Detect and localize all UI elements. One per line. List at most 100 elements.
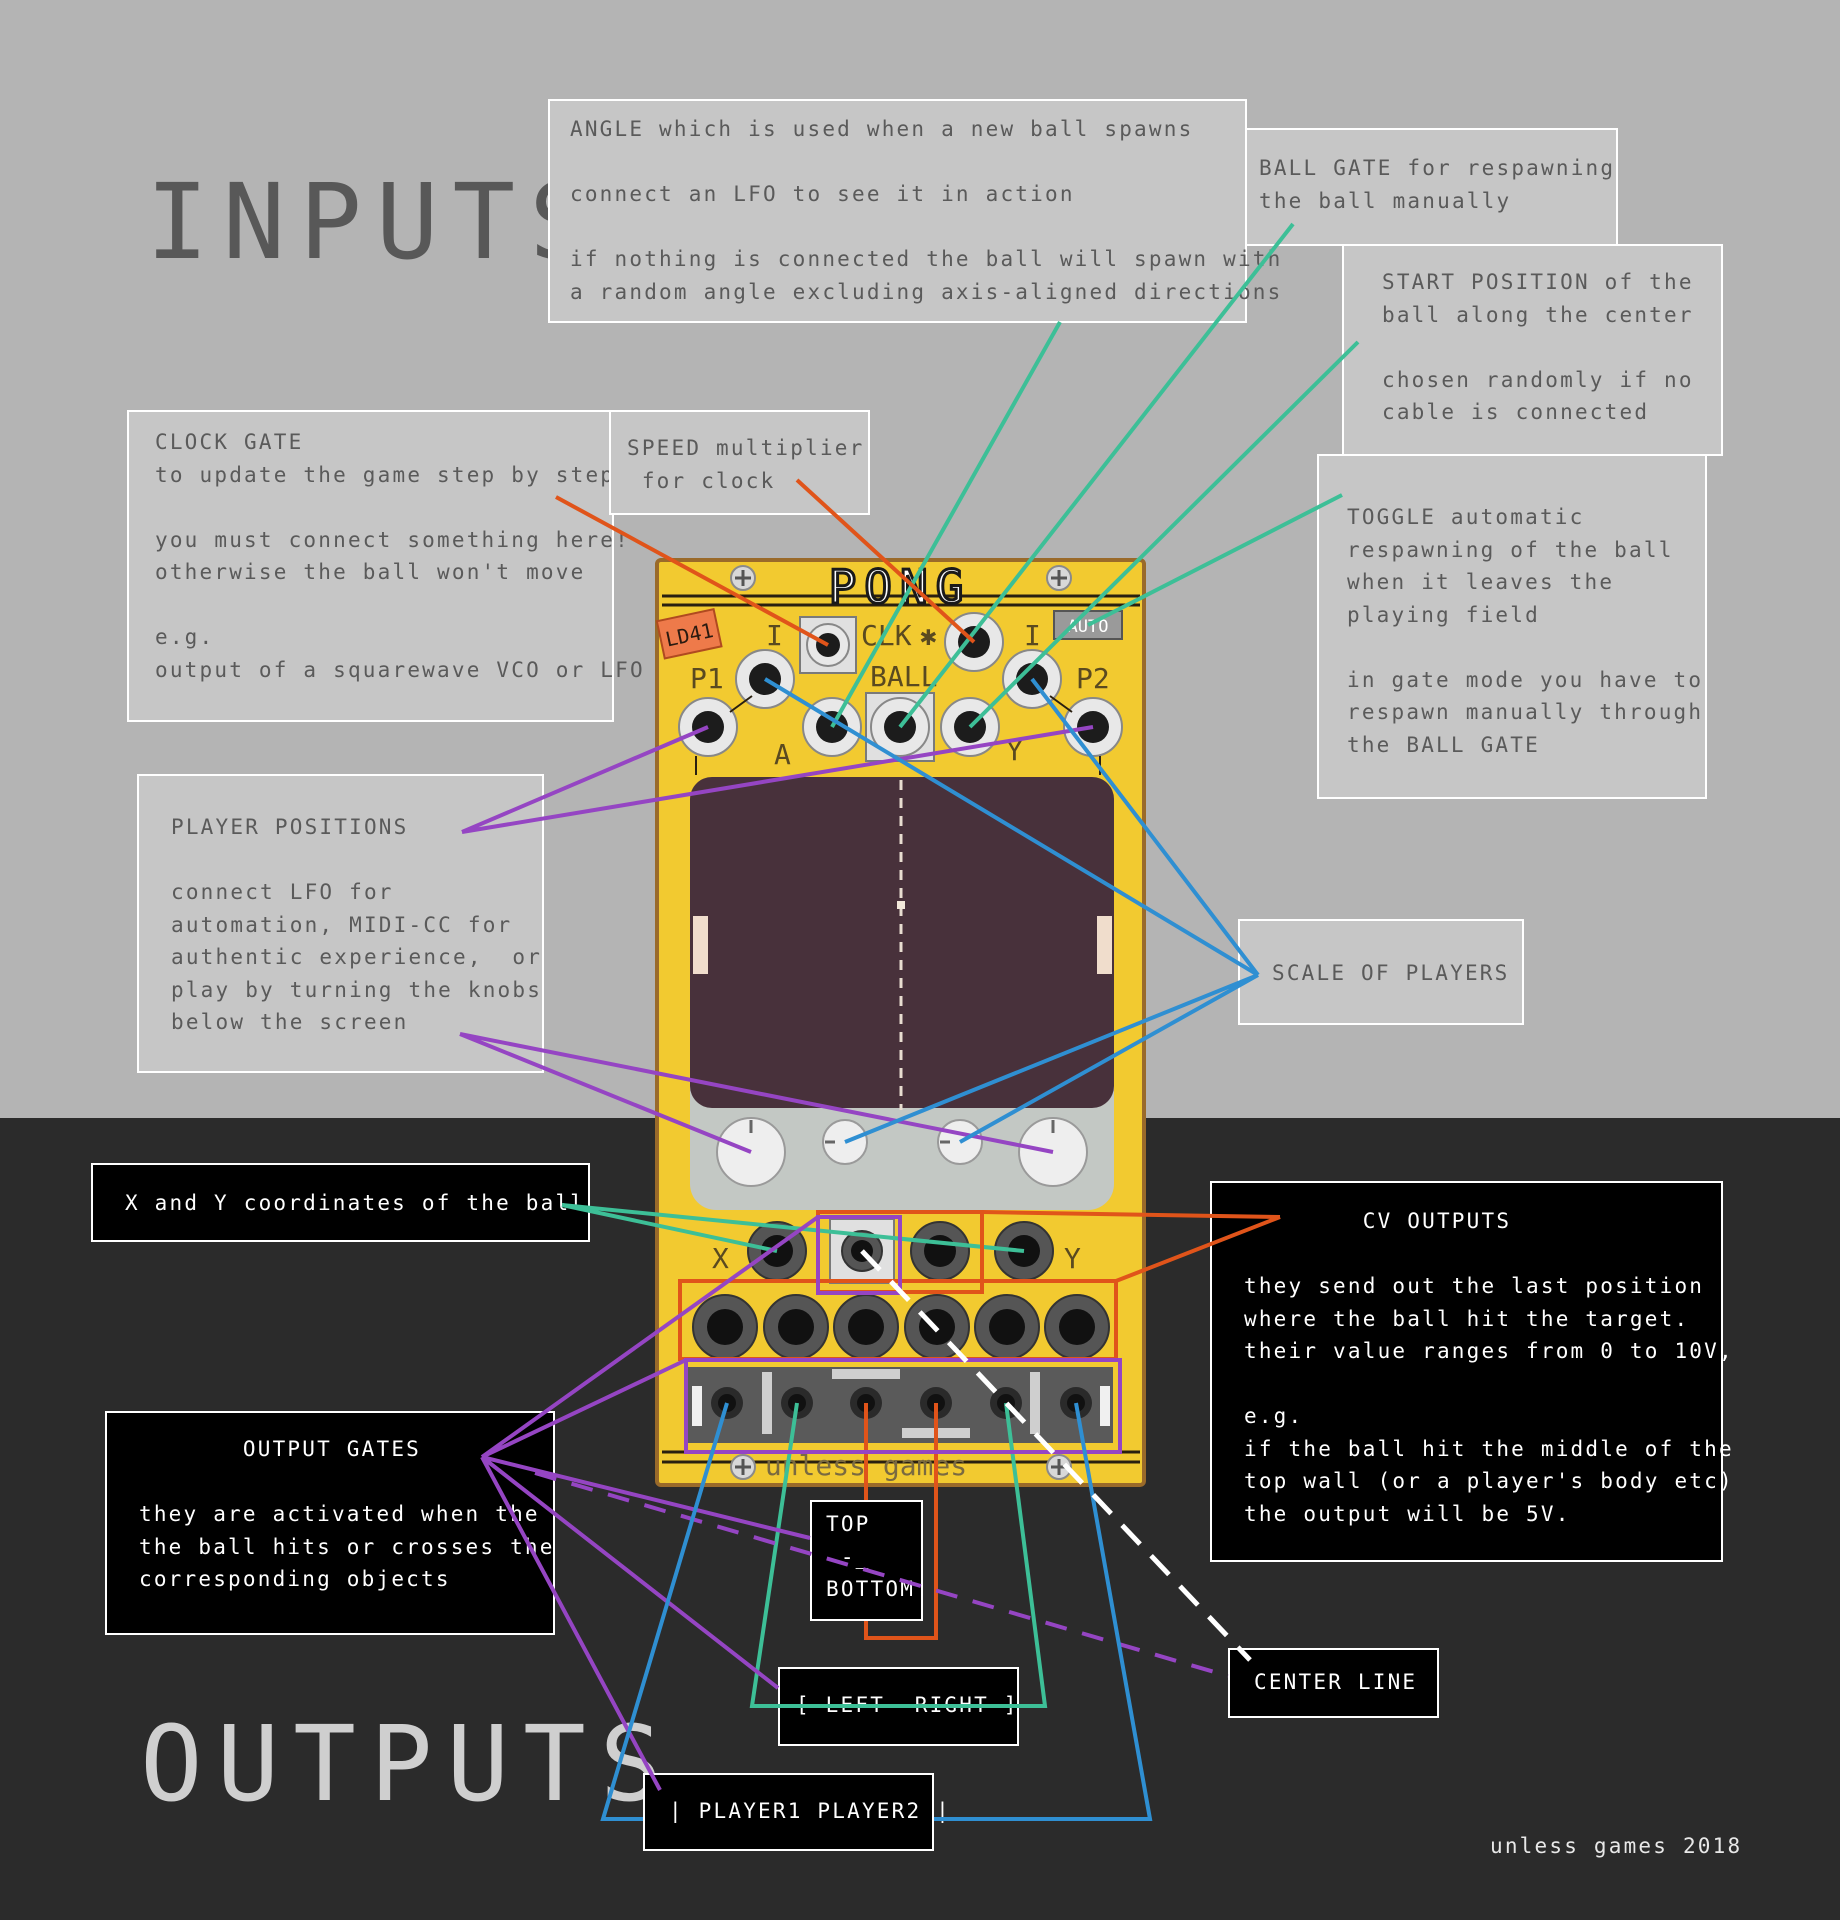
xy-connector <box>561 1203 1025 1253</box>
x-out-label: X <box>712 1242 729 1275</box>
gate-marker <box>762 1372 772 1434</box>
speed-annotation: SPEED multiplier for clock <box>609 410 870 515</box>
annotation-line: their value ranges from 0 to 10V, <box>1244 1339 1734 1363</box>
ball-gate-annotation: BALL GATE for respawning the ball manuall… <box>1245 128 1618 246</box>
p2-label: P2 <box>1076 662 1110 695</box>
annotation-line: when it leaves the <box>1347 570 1615 594</box>
player-knobs-connector <box>459 1032 1054 1154</box>
cv-output-jack[interactable] <box>1044 1294 1110 1360</box>
gate-strip <box>688 1367 1113 1443</box>
annotation-line: TOGGLE automatic <box>1347 505 1585 529</box>
annotation-line: corresponding objects <box>139 1567 451 1591</box>
gate-marker <box>1030 1372 1040 1434</box>
clock-gate-connector <box>555 495 829 647</box>
annotation-line: SPEED multiplier <box>627 436 865 460</box>
annotation-line: PLAYER POSITIONS <box>171 815 409 839</box>
left-right-connector <box>749 1402 1048 1708</box>
panel-labels: I CLK ✱ I BALL P1 P2 A Y I I X Y <box>690 619 1110 1275</box>
annotation-line: OUTPUT GATES <box>139 1437 422 1461</box>
player1-paddle <box>693 916 708 974</box>
annotation-line: playing field <box>1347 602 1540 627</box>
xy-coordinates-annotation: X and Y coordinates of the ball <box>91 1163 590 1242</box>
annotation-line: respawning of the ball <box>1347 537 1674 562</box>
annotation-line: connect an LFO to see it in action <box>570 182 1075 206</box>
y-output-jack[interactable] <box>994 1221 1054 1281</box>
toggle-annotation: TOGGLE automatic respawning of the ball wh… <box>1317 454 1707 799</box>
gate-marker <box>1100 1386 1110 1426</box>
i-label: I <box>766 619 783 652</box>
annotation-line: X and Y coordinates of the ball <box>125 1191 586 1215</box>
annotation-line: e.g. <box>155 625 215 649</box>
y-out-label: Y <box>1064 1242 1081 1275</box>
annotation-line: cable is connected <box>1382 400 1650 424</box>
center-line-annotation: CENTER LINE <box>1228 1648 1439 1718</box>
annotation-line: TOP <box>826 1512 871 1536</box>
screw-icon <box>1046 565 1072 591</box>
player1-player2-annotation: | PLAYER1 PLAYER2 | <box>643 1773 949 1851</box>
annotation-line: where the ball hit the target. <box>1244 1306 1690 1331</box>
center-gate-bracket <box>816 1215 902 1295</box>
start-position-annotation: START POSITION of the ball along the cent… <box>1342 244 1723 456</box>
outputs-heading: OUTPUTS <box>140 1703 677 1825</box>
center-line-dashed-connector <box>534 1471 1229 1678</box>
annotation-line: CV OUTPUTS <box>1244 1209 1512 1233</box>
clk-label: CLK <box>861 619 912 652</box>
top-bottom-connector <box>864 1403 938 1640</box>
clock-gate-annotation: CLOCK GATE to update the game step by ste… <box>127 410 643 722</box>
clk-star: ✱ <box>920 619 937 652</box>
annotation-line: otherwise the ball won't move <box>155 560 586 584</box>
annotation-line: BOTTOM <box>826 1577 916 1601</box>
annotation-line: respawn manually through <box>1347 700 1704 724</box>
gates-row-bracket <box>684 1358 1122 1454</box>
annotation-line: the ball manually <box>1259 188 1512 213</box>
annotation-line: for clock <box>627 468 776 493</box>
annotation-line: automation, MIDI-CC for <box>171 912 513 937</box>
annotation-line: the BALL GATE <box>1347 732 1540 757</box>
toggle-connector <box>1087 493 1343 627</box>
gates-label-connector <box>480 1455 811 1791</box>
annotation-line: play by turning the knobs <box>171 977 543 1002</box>
cv-outputs-connector <box>981 1210 1281 1283</box>
start-position-connector <box>968 340 1360 729</box>
annotation-line: if the ball hit the middle of the <box>1244 1436 1734 1461</box>
p1-label: P1 <box>690 662 724 695</box>
annotation-line: to update the game step by step <box>155 462 616 487</box>
center-line-indicator <box>860 1249 1252 1662</box>
a-label: A <box>774 738 791 771</box>
screw-icon <box>730 1454 756 1480</box>
top-bottom-annotation: TOP -_BOTTOM <box>810 1500 923 1621</box>
player-positions-connector <box>461 725 1094 834</box>
ball-gate-connector <box>898 222 1295 729</box>
angle-connector <box>830 321 1062 728</box>
jack-connector-lines <box>695 695 1101 775</box>
gates-bracket-connector <box>480 1215 820 1459</box>
scale-connector <box>763 677 1260 1144</box>
i-label: I <box>1024 619 1041 652</box>
ball-label: BALL <box>870 660 937 693</box>
annotation-line: CLOCK GATE <box>155 430 304 454</box>
annotation-line: ANGLE which is used when a new ball spaw… <box>570 117 1194 141</box>
player2-paddle <box>1097 916 1112 974</box>
gate-marker <box>832 1369 900 1379</box>
ball-icon <box>897 901 905 909</box>
scale-of-players-annotation: SCALE OF PLAYERS <box>1238 919 1524 1025</box>
screw-icon <box>730 565 756 591</box>
inputs-heading: INPUTS <box>146 161 606 283</box>
annotation-line: ball along the center <box>1382 302 1694 327</box>
speed-connector <box>795 478 976 644</box>
annotation-line: below the screen <box>171 1010 409 1034</box>
cv-outputs-annotation: CV OUTPUTS they send out the last positio… <box>1210 1181 1734 1562</box>
gate-marker <box>692 1386 702 1426</box>
annotation-line: e.g. <box>1244 1404 1304 1428</box>
credit: unless games 2018 <box>1490 1834 1743 1858</box>
annotation-line: the output will be 5V. <box>1244 1501 1571 1526</box>
annotation-line: they send out the last position <box>1244 1274 1705 1298</box>
player1-player2-connector <box>600 1402 1153 1821</box>
cv-output-jack[interactable] <box>763 1294 829 1360</box>
annotation-line: chosen randomly if no <box>1382 367 1694 392</box>
annotation-line: START POSITION of the <box>1382 270 1694 294</box>
annotation-line: BALL GATE for respawning <box>1259 156 1616 180</box>
